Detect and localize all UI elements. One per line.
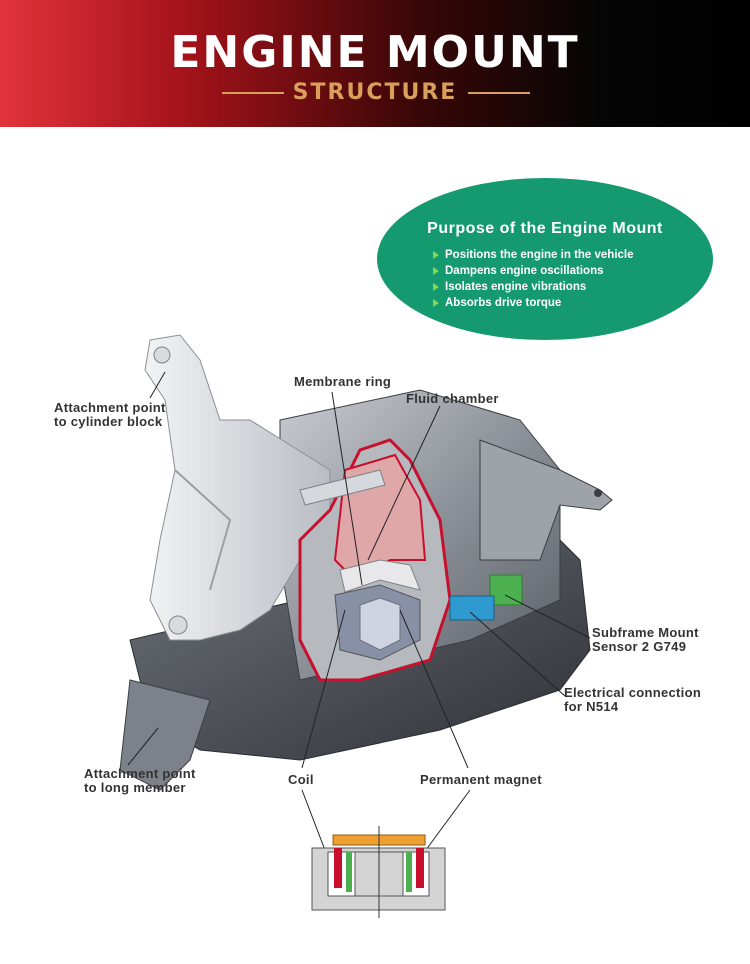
mount-pin [299,469,386,506]
schematic-magnet-left [346,852,352,892]
schematic-coil-left [334,848,342,888]
subtitle-rule-right [468,92,530,94]
leader-membrane-ring [331,391,363,586]
sensor-connector-green [489,574,523,606]
label-attach-block-2: to cylinder block [54,414,163,429]
leader-coil-lower [301,789,329,859]
leader-subframe-sensor [504,594,591,639]
purpose-title: Purpose of the Engine Mount [427,220,663,237]
coil-magnet-schematic [311,826,446,918]
label-membrane-ring: Membrane ring [294,374,392,389]
leader-cylinder-block [149,371,166,399]
label-electrical-2: for N514 [564,699,619,714]
leader-long-member [127,727,159,766]
long-member [119,679,211,791]
label-subframe-2: Sensor 2 G749 [592,639,687,654]
purpose-list: Positions the engine in the vehicle Damp… [433,247,634,311]
leader-fluid-chamber [367,405,441,561]
bracket-hole-top [153,346,171,364]
bracket-rib [174,469,232,591]
label-electrical-1: Electrical connection [564,685,702,700]
schematic-magnet-right [406,852,412,892]
bracket-hole-bottom [168,615,188,635]
label-attach-long-2: to long member [84,780,186,795]
label-subframe-1: Subframe Mount [592,625,699,640]
schematic-coil-right [416,848,424,888]
page-subtitle: STRUCTURE [292,80,458,105]
purpose-item: Isolates engine vibrations [433,279,634,295]
subtitle-row: STRUCTURE [0,80,750,106]
bullet-arrow-icon [433,250,439,259]
bullet-arrow-icon [433,298,439,307]
label-fluid-chamber: Fluid chamber [406,391,499,406]
leader-magnet-lower [419,789,471,859]
subframe-bracket [479,439,613,561]
leader-magnet-upper [399,609,469,769]
bullet-arrow-icon [433,266,439,275]
electrical-connector-blue [449,595,495,621]
bracket-bolt-hole [594,489,602,497]
label-attach-block-1: Attachment point [54,400,166,415]
magnet-core [359,597,401,651]
page-title: ENGINE MOUNT [170,27,580,78]
purpose-item: Positions the engine in the vehicle [433,247,634,263]
label-attach-long-1: Attachment point [84,766,196,781]
label-coil: Coil [288,772,314,787]
leader-coil-upper [301,609,346,769]
label-permanent-magnet: Permanent magnet [420,772,542,787]
leader-electrical [469,611,566,697]
header-banner: ENGINE MOUNT STRUCTURE [0,0,750,127]
bullet-arrow-icon [433,282,439,291]
membrane-ring-section [339,559,421,593]
subtitle-rule-left [222,92,284,94]
purpose-item: Absorbs drive torque [433,295,634,311]
purpose-item: Dampens engine oscillations [433,263,634,279]
purpose-ellipse: Purpose of the Engine Mount Positions th… [377,178,713,340]
